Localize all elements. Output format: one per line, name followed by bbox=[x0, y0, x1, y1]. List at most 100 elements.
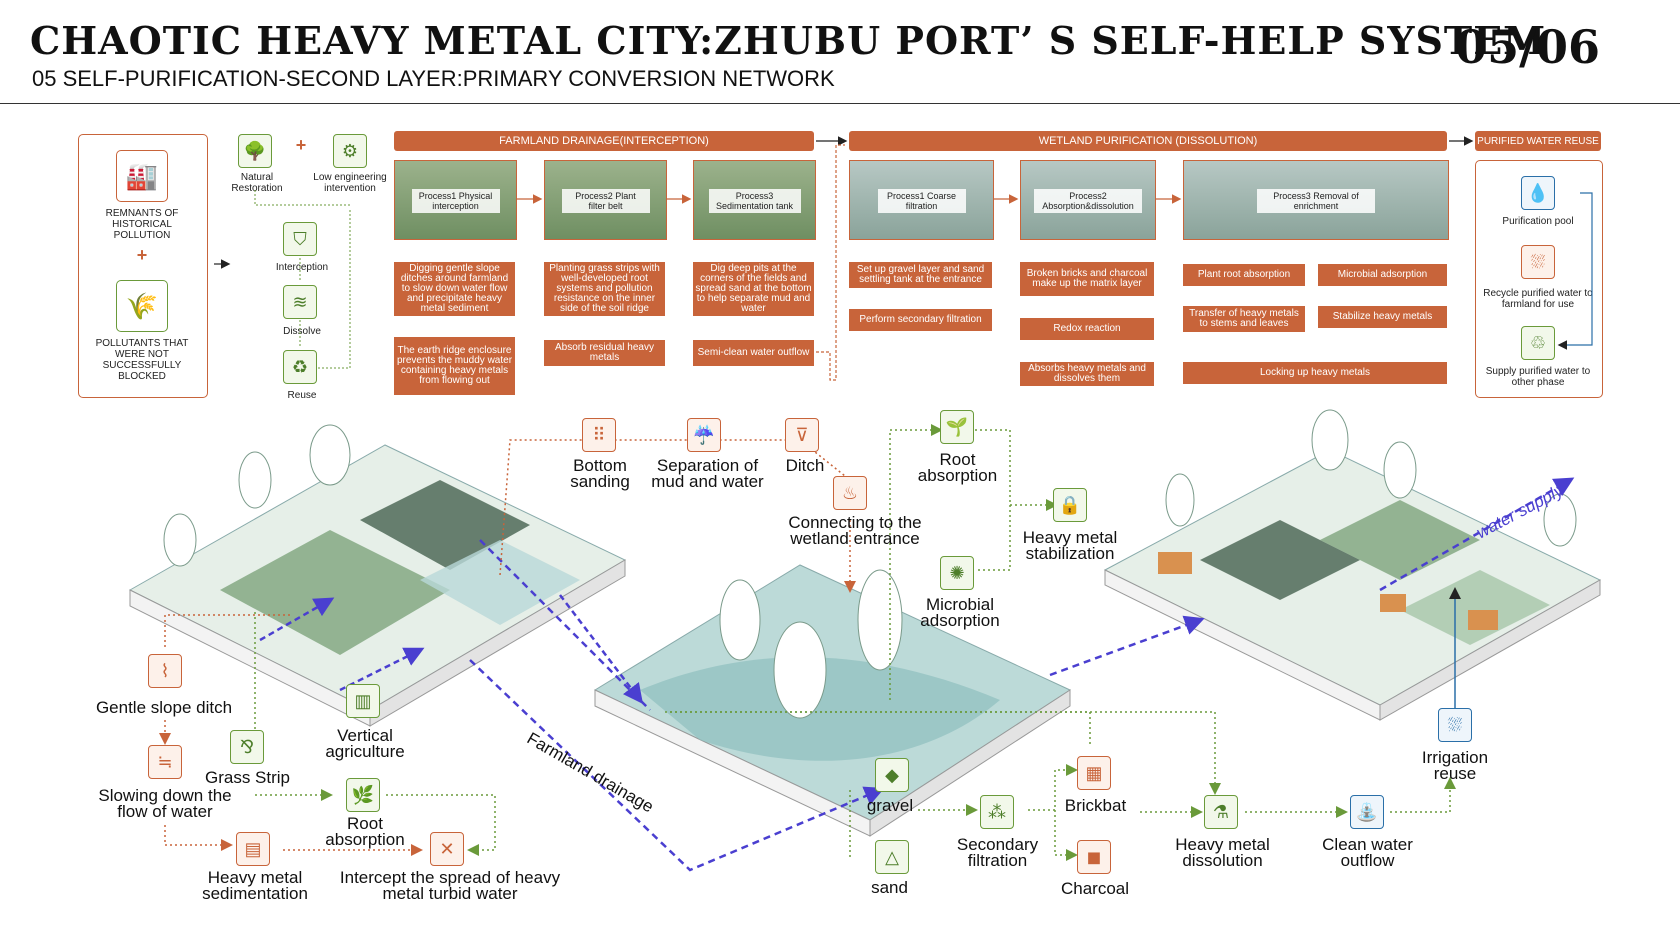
wetland-purification-header: WETLAND PURIFICATION (DISSOLUTION) bbox=[849, 131, 1447, 151]
bottom-sanding-label: Bottom sanding bbox=[570, 456, 630, 491]
microbial-icon: ✺ bbox=[940, 556, 974, 590]
grass-strip-label: Grass Strip bbox=[204, 768, 291, 787]
interception-label: Interception bbox=[275, 262, 329, 273]
plus-sign: + bbox=[136, 245, 148, 265]
page-number: 05/06 bbox=[1455, 20, 1600, 74]
irrigation-icon: ⛆ bbox=[1438, 708, 1472, 742]
wetland-process3-photo: Process3 Removal of enrichment bbox=[1183, 160, 1449, 240]
farmland-process3-photo: Process3 Sedimentation tank bbox=[693, 160, 816, 240]
wetland-p2-step1: Broken bricks and charcoal make up the m… bbox=[1020, 262, 1154, 296]
wetland-p3-root: Plant root absorption bbox=[1183, 264, 1305, 286]
purification-pool-label: Purification pool bbox=[1502, 216, 1574, 227]
intercept-icon: ✕ bbox=[430, 832, 464, 866]
separation-label: Separation of mud and water bbox=[651, 456, 764, 491]
root-absorption-top-icon: 🌱 bbox=[940, 410, 974, 444]
farmland-process2-label: Process2 Plant filter belt bbox=[561, 189, 650, 213]
shield-icon: ⛉ bbox=[283, 222, 317, 256]
farmland-drainage-header: FARMLAND DRAINAGE(INTERCEPTION) bbox=[394, 131, 814, 151]
hm-stabilization-label: Heavy metal stabilization bbox=[1022, 528, 1118, 563]
farmland-process1-photo: Process1 Physical interception bbox=[394, 160, 517, 240]
slowing-flow-icon: ≒ bbox=[148, 745, 182, 779]
secondary-label: Secondary filtration bbox=[956, 835, 1039, 870]
stabilization-icon: 🔒 bbox=[1053, 488, 1087, 522]
farmland-p2-step1: Planting grass strips with well-develope… bbox=[544, 262, 665, 316]
wetland-process3-label: Process3 Removal of enrichment bbox=[1257, 189, 1375, 213]
recycle-label: Recycle purified water to farmland for u… bbox=[1483, 288, 1593, 310]
purified-water-reuse-header: PURIFIED WATER REUSE bbox=[1475, 131, 1601, 151]
wetland-process2-photo: Process2 Absorption&dissolution bbox=[1020, 160, 1156, 240]
clean-outflow-label: Clean water outflow bbox=[1322, 835, 1413, 870]
brickbat-label: Brickbat bbox=[1064, 796, 1127, 815]
hm-dissolution-label: Heavy metal dissolution bbox=[1175, 835, 1270, 870]
microbial-label: Microbial adsorption bbox=[920, 595, 1000, 630]
low-engineering-label: Low engineering intervention bbox=[313, 172, 387, 194]
irrigation-label: Irrigation reuse bbox=[1421, 748, 1489, 783]
remnants-label: REMNANTS OF HISTORICAL POLLUTION bbox=[105, 208, 179, 241]
charcoal-label: Charcoal bbox=[1060, 879, 1130, 898]
reuse-label: Reuse bbox=[287, 390, 317, 401]
page-subtitle: 05 SELF-PURIFICATION-SECOND LAYER:PRIMAR… bbox=[32, 66, 835, 91]
wetland-p1-step2: Perform secondary filtration bbox=[849, 309, 992, 331]
charcoal-icon: ◼ bbox=[1077, 840, 1111, 874]
wetland-p3-stabilize: Stabilize heavy metals bbox=[1318, 306, 1447, 328]
gravel-icon: ◆ bbox=[875, 758, 909, 792]
recycle-icon: ♻ bbox=[283, 350, 317, 384]
farmland-p3-step1: Dig deep pits at the corners of the fiel… bbox=[693, 262, 814, 316]
grass-strip-icon: ⅋ bbox=[230, 730, 264, 764]
mud-water-separation-icon: ☔ bbox=[687, 418, 721, 452]
ditch-label: Ditch bbox=[785, 456, 825, 475]
supply-water-icon: ♲ bbox=[1521, 326, 1555, 360]
hm-sedimentation-label: Heavy metal sedimentation bbox=[202, 868, 308, 903]
wetland-entrance-icon: ♨ bbox=[833, 476, 867, 510]
gravel-label: gravel bbox=[866, 796, 914, 815]
farmland-p1-step2: The earth ridge enclosure prevents the m… bbox=[394, 337, 515, 395]
dissolution-icon: ⚗ bbox=[1204, 795, 1238, 829]
factory-icon: 🏭 bbox=[116, 150, 168, 202]
sand-label: sand bbox=[871, 878, 908, 897]
water-drop-icon: 💧 bbox=[1521, 176, 1555, 210]
secondary-filtration-icon: ⁂ bbox=[980, 795, 1014, 829]
vertical-agriculture-icon: ▥ bbox=[346, 684, 380, 718]
wetland-process1-label: Process1 Coarse filtration bbox=[877, 189, 966, 213]
intercept-label: Intercept the spread of heavy metal turb… bbox=[339, 868, 561, 903]
clean-outflow-icon: ⛲ bbox=[1350, 795, 1384, 829]
sand-icon: △ bbox=[875, 840, 909, 874]
pollution-source-box bbox=[78, 134, 208, 398]
wetland-p2-step2: Redox reaction bbox=[1020, 318, 1154, 340]
header-divider bbox=[0, 103, 1680, 104]
wetland-p3-transfer: Transfer of heavy metals to stems and le… bbox=[1183, 306, 1305, 332]
page-title: CHAOTIC HEAVY METAL CITY:ZHUBU PORT’ S S… bbox=[30, 18, 1547, 63]
farmland-process2-photo: Process2 Plant filter belt bbox=[544, 160, 667, 240]
farmland-p3-step2: Semi-clean water outflow bbox=[693, 340, 814, 366]
wetland-p1-step1: Set up gravel layer and sand settling ta… bbox=[849, 262, 992, 288]
gentle-ditch-label: Gentle slope ditch bbox=[95, 698, 233, 717]
natural-restoration-label: Natural Restoration bbox=[231, 172, 283, 194]
root-absorption-bottom-label: Root absorption bbox=[325, 814, 405, 849]
slowing-label: Slowing down the flow of water bbox=[98, 786, 232, 821]
pollutants-label: POLLUTANTS THAT WERE NOT SUCCESSFULLY BL… bbox=[95, 338, 189, 382]
wetland-p2-step3: Absorbs heavy metals and dissolves them bbox=[1020, 362, 1154, 386]
farmland-recycle-icon: ⛆ bbox=[1521, 245, 1555, 279]
tree-icon: 🌳 bbox=[238, 134, 272, 168]
supply-label: Supply purified water to other phase bbox=[1485, 366, 1591, 388]
root-absorption-bottom-icon: 🌿 bbox=[346, 778, 380, 812]
ditch-icon: ⊽ bbox=[785, 418, 819, 452]
wetland-entrance-label: Connecting to the wetland entrance bbox=[788, 513, 922, 548]
farmland-p2-step2: Absorb residual heavy metals bbox=[544, 340, 665, 366]
wetland-p3-microbial: Microbial adsorption bbox=[1318, 264, 1447, 286]
farmland-p1-step1: Digging gentle slope ditches around farm… bbox=[394, 262, 515, 316]
farmland-process3-label: Process3 Sedimentation tank bbox=[708, 189, 801, 213]
gear-icon: ⚙ bbox=[333, 134, 367, 168]
vertical-agri-label: Vertical agriculture bbox=[325, 726, 405, 761]
wetland-p3-locking: Locking up heavy metals bbox=[1183, 362, 1447, 384]
wetland-process1-photo: Process1 Coarse filtration bbox=[849, 160, 994, 240]
gentle-slope-ditch-icon: ⌇ bbox=[148, 654, 182, 688]
wetland-process2-label: Process2 Absorption&dissolution bbox=[1034, 189, 1142, 213]
brickbat-icon: ▦ bbox=[1077, 756, 1111, 790]
strategy-plus: + bbox=[295, 135, 307, 155]
dissolve-label: Dissolve bbox=[283, 326, 321, 337]
dissolve-icon: ≋ bbox=[283, 285, 317, 319]
sedimentation-icon: ▤ bbox=[236, 832, 270, 866]
farm-icon: 🌾 bbox=[116, 280, 168, 332]
